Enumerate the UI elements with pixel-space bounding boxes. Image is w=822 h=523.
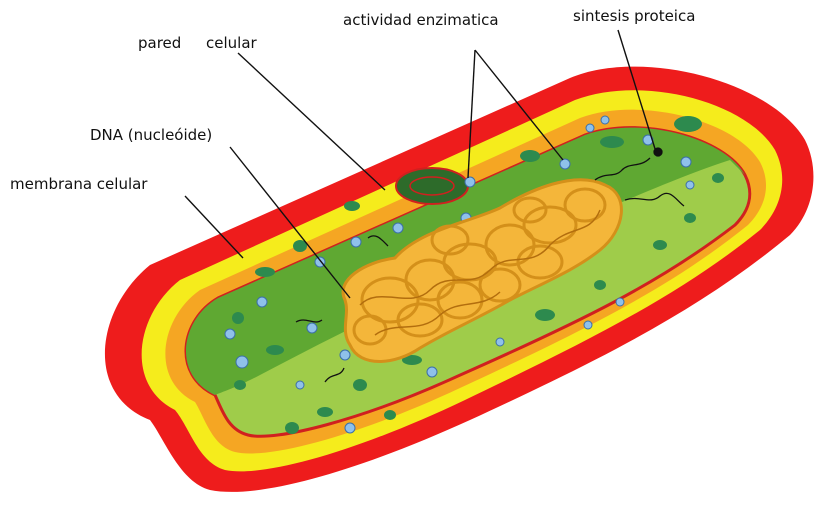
label-actividad-enzimatica: actividad enzimatica <box>343 11 499 29</box>
label-sintesis-proteica: sintesis proteica <box>573 7 695 25</box>
mesosome <box>396 168 468 204</box>
label-membrana-celular: membrana celular <box>10 175 147 193</box>
label-celular: celular <box>206 34 257 52</box>
label-pared: pared <box>138 34 181 52</box>
leader-pared-celular <box>238 53 385 190</box>
label-dna-nucleoide: DNA (nucleóide) <box>90 126 212 144</box>
